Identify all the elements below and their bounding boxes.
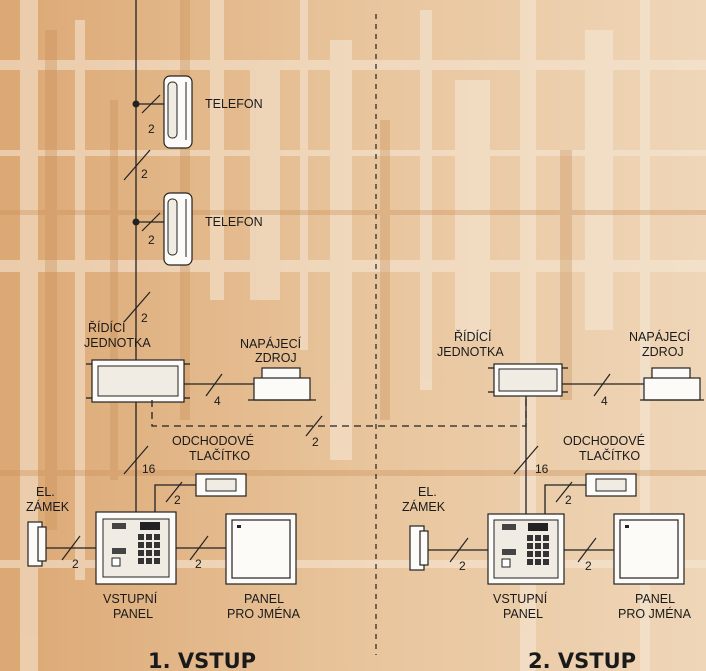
jmena-1-label-line2: PRO JMÉNA bbox=[227, 606, 301, 621]
vstupni-1-label-line1: VSTUPNÍ bbox=[103, 591, 158, 606]
zdroj-1-label-line1: NAPÁJECÍ bbox=[240, 336, 302, 351]
wire-count-jmena-1: 2 bbox=[195, 557, 202, 571]
telephone-1-icon bbox=[163, 75, 193, 149]
link-between-units bbox=[151, 396, 527, 427]
wire-count-ridici-panel-1: 16 bbox=[142, 462, 156, 476]
el-zamek-1-icon bbox=[27, 521, 47, 567]
telephone-1-label: TELEFON bbox=[205, 97, 263, 111]
panel-pro-jmena-1-icon bbox=[225, 513, 297, 585]
tlacitko-2-label-line2: TLAČÍTKO bbox=[579, 448, 640, 463]
telephone-2-label: TELEFON bbox=[205, 215, 263, 229]
jmena-1-label-line1: PANEL bbox=[244, 592, 284, 606]
zamek-1-label-line2: ZÁMEK bbox=[26, 499, 70, 514]
entrance-2-title: 2. VSTUP bbox=[528, 649, 636, 671]
tlacitko-1-label-line1: ODCHODOVÉ bbox=[172, 433, 254, 448]
jmena-2-label-line2: PRO JMÉNA bbox=[618, 606, 692, 621]
zdroj-2-label-line1: NAPÁJECÍ bbox=[629, 329, 691, 344]
panel-pro-jmena-2-icon bbox=[613, 513, 685, 585]
wire-count-link-between: 2 bbox=[312, 435, 319, 449]
napajeci-zdroj-2-box bbox=[640, 367, 704, 401]
vstupni-2-label-line2: PANEL bbox=[503, 607, 543, 621]
wire-count-tel2-branch: 2 bbox=[148, 233, 155, 247]
zamek-2-label-line2: ZÁMEK bbox=[402, 499, 446, 514]
vstupni-1-label-line2: PANEL bbox=[113, 607, 153, 621]
vstupni-panel-1-icon bbox=[95, 511, 177, 585]
zamek-1-label-line1: EL. bbox=[36, 485, 55, 499]
wire-count-jmena-2: 2 bbox=[585, 559, 592, 573]
wire-count-tel2-to-ridici: 2 bbox=[141, 311, 148, 325]
wire-count-zamek-2: 2 bbox=[459, 559, 466, 573]
wire-count-tel1-to-tel2: 2 bbox=[141, 167, 148, 181]
wire-count-ridici-zdroj-1: 4 bbox=[214, 394, 221, 408]
ridici-2-label-line2: JEDNOTKA bbox=[437, 345, 504, 359]
vstupni-2-label-line1: VSTUPNÍ bbox=[493, 591, 548, 606]
napajeci-zdroj-1-box bbox=[248, 367, 316, 401]
tlacitko-1-label-line2: TLAČÍTKO bbox=[189, 448, 250, 463]
ridici-2-label-line1: ŘÍDÍCÍ bbox=[454, 329, 492, 344]
zdroj-2-label-line2: ZDROJ bbox=[642, 345, 684, 359]
jmena-2-label-line1: PANEL bbox=[635, 592, 675, 606]
odchodove-tlacitko-2-icon bbox=[585, 473, 637, 497]
vstupni-panel-2-icon bbox=[487, 513, 565, 585]
ridici-1-label-line1: ŘÍDÍCÍ bbox=[88, 320, 126, 335]
wire-count-ridici-zdroj-2: 4 bbox=[601, 394, 608, 408]
telephone-2-icon bbox=[163, 192, 193, 266]
zdroj-1-label-line2: ZDROJ bbox=[255, 351, 297, 365]
el-zamek-2-icon bbox=[409, 525, 429, 571]
wire-count-tel1-branch: 2 bbox=[148, 122, 155, 136]
wire-count-tlacitko-2: 2 bbox=[565, 493, 572, 507]
wire-count-ridici-panel-2: 16 bbox=[535, 462, 549, 476]
ridici-jednotka-2-box bbox=[488, 363, 568, 397]
odchodove-tlacitko-1-icon bbox=[195, 473, 247, 497]
ridici-jednotka-1-box bbox=[86, 359, 190, 403]
entrance-1-title: 1. VSTUP bbox=[148, 649, 256, 671]
wire-count-tlacitko-1: 2 bbox=[174, 493, 181, 507]
zamek-2-label-line1: EL. bbox=[418, 485, 437, 499]
wire-count-zamek-1: 2 bbox=[72, 557, 79, 571]
tlacitko-2-label-line1: ODCHODOVÉ bbox=[563, 433, 645, 448]
ridici-1-label-line2: JEDNOTKA bbox=[84, 336, 151, 350]
